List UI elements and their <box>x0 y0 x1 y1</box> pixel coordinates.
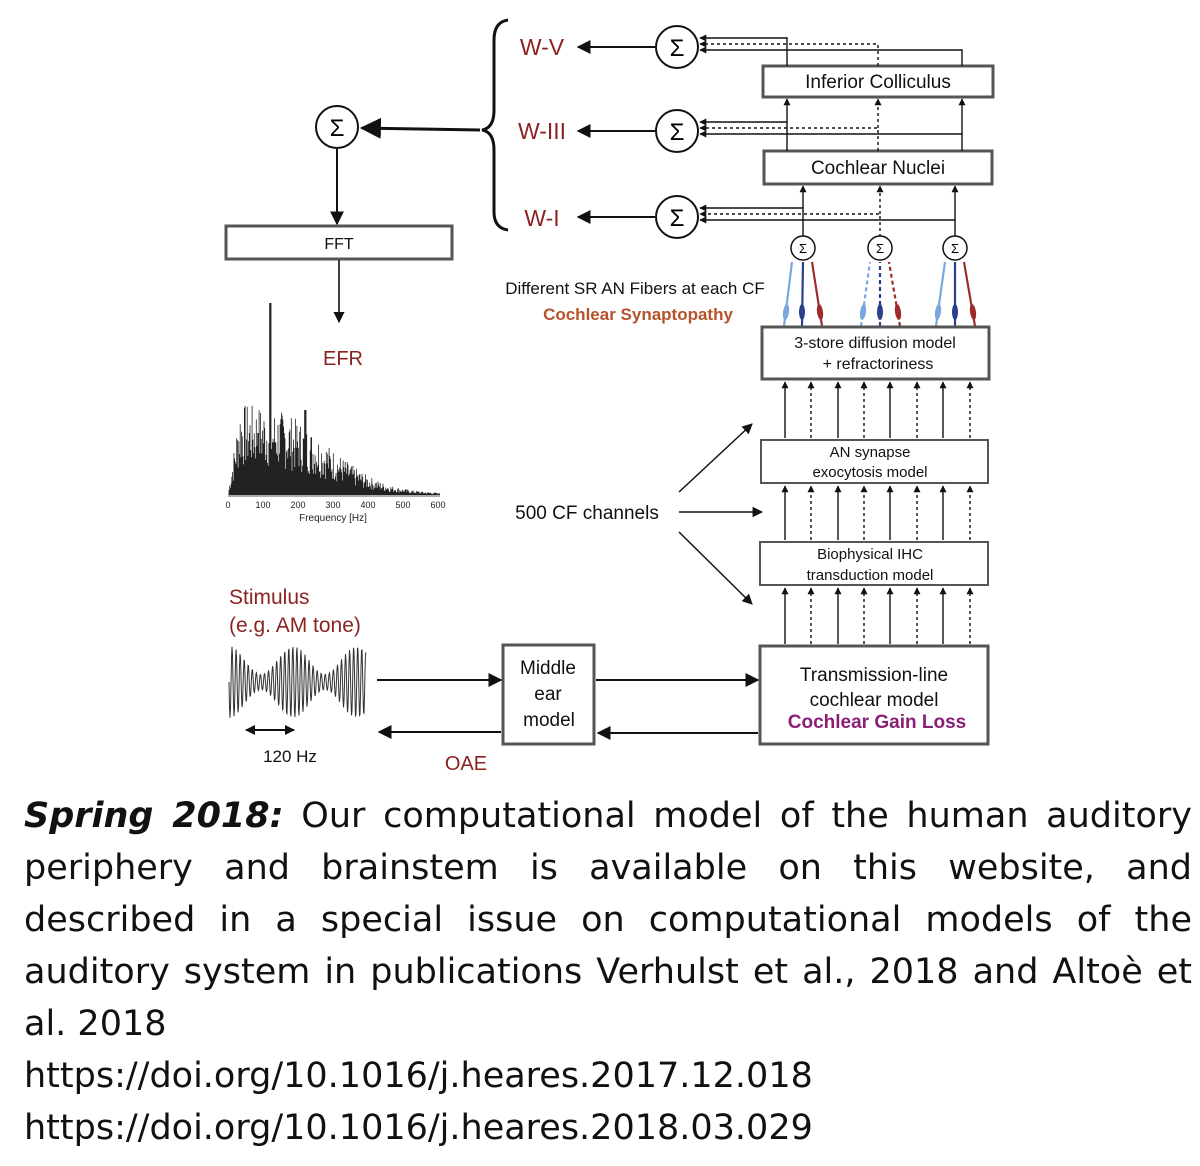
diffusion-model-label-line2: + refractoriness <box>823 356 934 373</box>
spectrum-tick: 400 <box>360 500 375 510</box>
stimulus-label-line2: (e.g. AM tone) <box>229 614 361 637</box>
diffusion-model-box <box>760 325 991 381</box>
spectrum-tick: 500 <box>395 500 410 510</box>
an-fiber-group <box>934 261 977 327</box>
cf-channels-label: 500 CF channels <box>515 503 659 524</box>
an-synapse-label-line2: exocytosis model <box>812 464 927 481</box>
middle-ear-label-line1: Middle <box>520 658 576 679</box>
cochlear-nuclei-label: Cochlear Nuclei <box>811 158 945 179</box>
cochlear-gain-loss-label: Cochlear Gain Loss <box>788 712 966 733</box>
spectrum-xlabel: Frequency [Hz] <box>299 513 367 524</box>
spectrum-tick: 100 <box>255 500 270 510</box>
wave5-sum-node: Σ <box>655 25 699 69</box>
oae-label: OAE <box>445 753 487 775</box>
arrow-brace-to-total <box>359 117 481 139</box>
middle-ear-label-line3: model <box>523 710 575 731</box>
efr-spectrum-trace <box>228 303 441 495</box>
caption: Spring 2018: Our computational model of … <box>24 790 1192 1154</box>
ihc-transduction-box <box>759 541 989 586</box>
an-to-w1-connections <box>699 185 959 237</box>
inferior-colliculus-box <box>761 64 995 99</box>
doi-link-2[interactable]: https://doi.org/10.1016/j.heares.2018.03… <box>24 1108 813 1148</box>
total-sum-node: Σ <box>315 105 359 149</box>
period-label: 120 Hz <box>263 747 317 766</box>
spectrum-ticks: 0 100 200 300 400 500 600 <box>225 500 445 510</box>
an-fiber-sum-node: Σ <box>790 235 816 261</box>
channel-arrows <box>781 381 974 644</box>
an-fiber-sum-node: Σ <box>867 235 893 261</box>
svg-text:Σ: Σ <box>951 241 959 256</box>
wave-label-w1: W-I <box>524 205 559 231</box>
transmission-line-label-line1: Transmission-line <box>800 665 948 686</box>
svg-text:Σ: Σ <box>670 119 685 146</box>
spectrum-tick: 0 <box>225 500 230 510</box>
middle-ear-label-line2: ear <box>534 684 562 705</box>
wave3-sum-node: Σ <box>655 109 699 153</box>
middle-ear-box <box>501 643 596 746</box>
stimulus-label-line1: Stimulus <box>229 586 310 609</box>
an-fiber-group <box>782 261 824 327</box>
wave-label-w3: W-III <box>518 118 566 144</box>
an-synapse-box <box>760 439 989 484</box>
diffusion-model-label-line1: 3-store diffusion model <box>794 335 956 352</box>
inferior-colliculus-label: Inferior Colliculus <box>805 72 951 93</box>
efr-label: EFR <box>323 348 363 370</box>
svg-text:Σ: Σ <box>799 241 807 256</box>
doi-link-1[interactable]: https://doi.org/10.1016/j.heares.2017.12… <box>24 1056 813 1096</box>
auditory-model-diagram: W-V W-III W-I Σ Σ Σ Σ FFT Inferior Colli… <box>224 18 995 775</box>
caption-paragraph: Spring 2018: Our computational model of … <box>24 790 1192 1050</box>
svg-text:Σ: Σ <box>670 205 685 232</box>
an-fiber-group <box>859 261 902 327</box>
caption-body: Our computational model of the human aud… <box>24 796 1192 1044</box>
transmission-line-box <box>758 644 990 746</box>
fft-box <box>224 224 454 261</box>
spectrum-tick: 200 <box>290 500 305 510</box>
svg-text:Σ: Σ <box>876 241 884 256</box>
ic-to-w5-connections <box>699 34 963 66</box>
cn-to-w3-connections <box>699 98 966 151</box>
wave-grouping-brace <box>481 18 509 232</box>
spectrum-tick: 600 <box>430 500 445 510</box>
spectrum-tick: 300 <box>325 500 340 510</box>
wave1-sum-node: Σ <box>655 195 699 239</box>
cf-arrow-up <box>678 423 753 493</box>
svg-text:Σ: Σ <box>670 35 685 62</box>
caption-lead: Spring 2018: <box>24 796 284 836</box>
svg-text:Σ: Σ <box>330 115 345 142</box>
an-synapse-label-line1: AN synapse <box>830 444 911 461</box>
an-fibers <box>782 261 977 327</box>
wave-label-w5: W-V <box>520 34 565 60</box>
ihc-transduction-label-line1: Biophysical IHC <box>817 546 923 563</box>
am-tone-waveform <box>228 646 367 718</box>
an-fiber-sum-node: Σ <box>942 235 968 261</box>
ihc-transduction-label-line2: transduction model <box>807 567 934 584</box>
cf-arrow-down <box>678 531 753 605</box>
transmission-line-label-line2: cochlear model <box>810 690 939 711</box>
fft-label: FFT <box>324 236 354 253</box>
an-fibers-label: Different SR AN Fibers at each CF <box>505 279 765 298</box>
cochlear-synaptopathy-label: Cochlear Synaptopathy <box>543 305 733 324</box>
